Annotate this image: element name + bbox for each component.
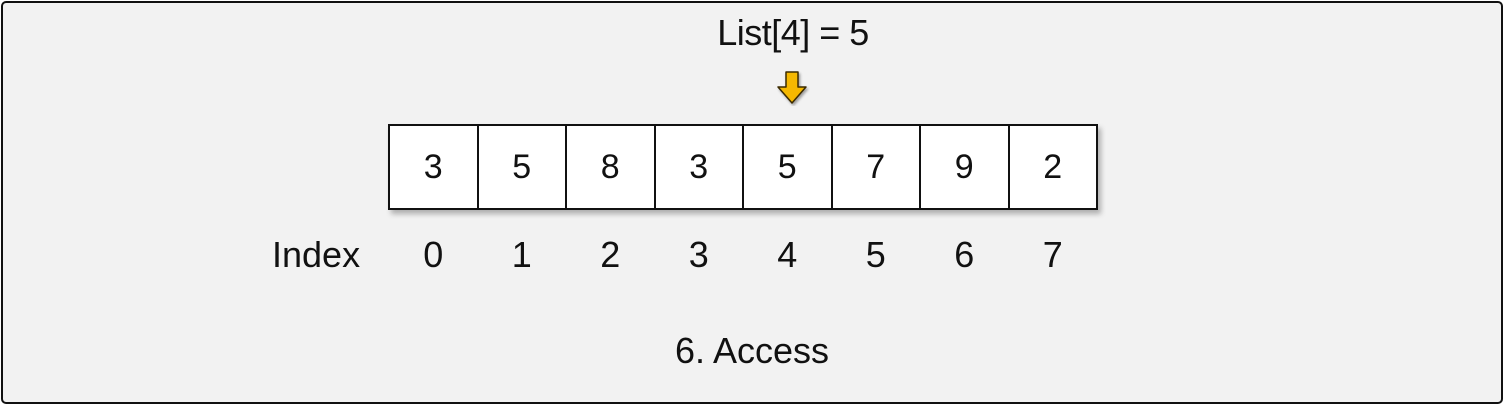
array-cell-5: 7 [830, 124, 921, 210]
index-6: 6 [954, 234, 975, 275]
diagram-caption: 6. Access [674, 330, 830, 371]
access-expression: List[4] = 5 [717, 12, 869, 53]
index-row: 0 1 2 3 4 5 6 7 [388, 234, 1098, 276]
index-7: 7 [1042, 234, 1063, 275]
down-arrow-icon [777, 71, 807, 104]
array-cell-1: 5 [476, 124, 567, 210]
array-cell-3: 3 [653, 124, 744, 210]
array-cell-6: 9 [919, 124, 1010, 210]
array-cells: 3 5 8 3 5 7 9 2 [388, 124, 1098, 210]
array-cell-0: 3 [388, 124, 479, 210]
array-cell-7: 2 [1007, 124, 1098, 210]
array-cell-4: 5 [742, 124, 833, 210]
array-cell-2: 8 [565, 124, 656, 210]
index-4: 4 [777, 234, 798, 275]
index-0: 0 [423, 234, 444, 275]
index-2: 2 [600, 234, 621, 275]
index-label: Index [272, 234, 361, 275]
index-1: 1 [511, 234, 532, 275]
index-3: 3 [688, 234, 709, 275]
index-5: 5 [865, 234, 886, 275]
